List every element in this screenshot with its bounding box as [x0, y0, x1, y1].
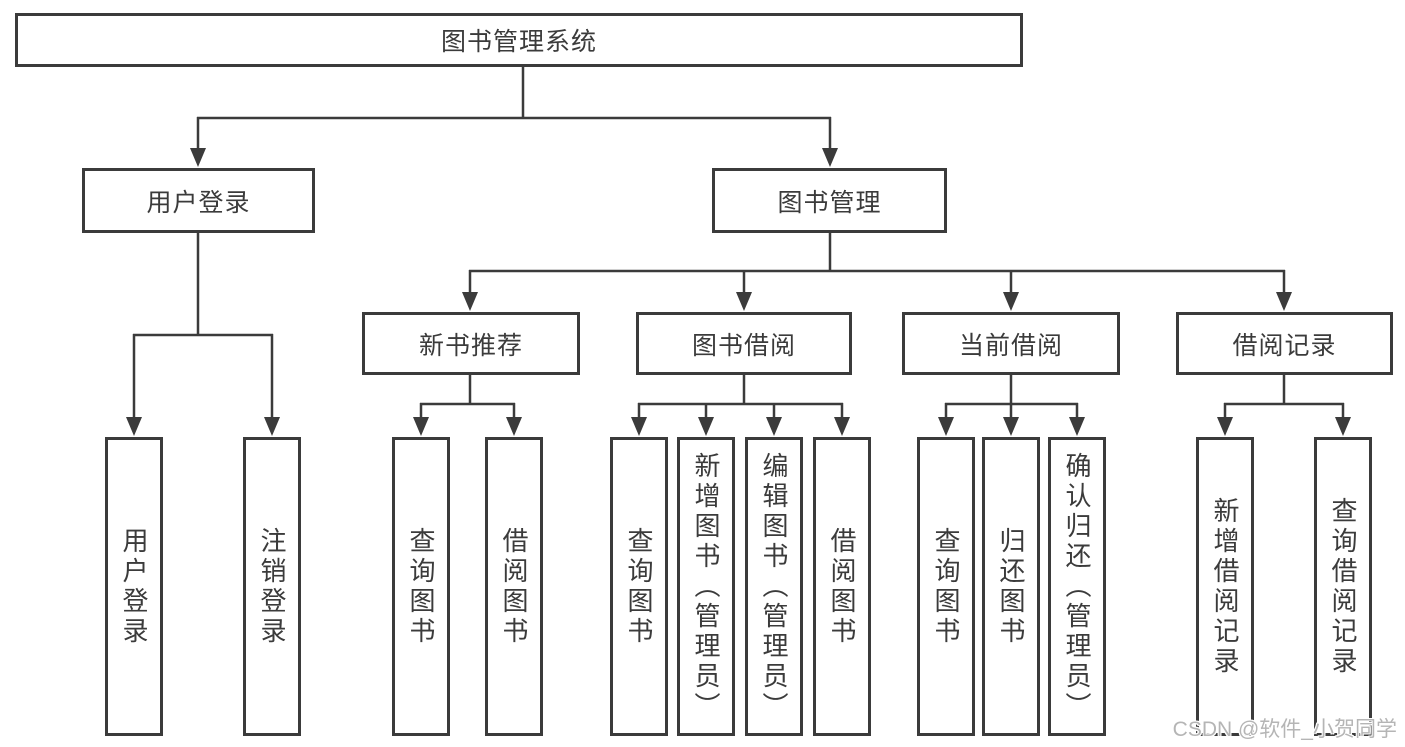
node-label: 归还图书 — [996, 526, 1026, 647]
node-label: 用户登录 — [146, 188, 251, 217]
node-label: 查询图书 — [406, 526, 436, 647]
leaf-query-books-recommend: 查询图书 — [392, 437, 450, 736]
node-label: 图书借阅 — [691, 331, 796, 360]
node-label: 图书管理系统 — [440, 28, 597, 56]
leaf-query-borrow-record: 查询借阅记录 — [1314, 437, 1372, 736]
leaf-logout: 注销登录 — [243, 437, 301, 736]
node-new-book-recommendation: 新书推荐 — [362, 312, 580, 375]
leaf-add-borrow-record: 新增借阅记录 — [1196, 437, 1254, 736]
node-label: 查询图书 — [624, 526, 654, 647]
leaf-query-books-borrowing: 查询图书 — [610, 437, 668, 736]
node-label: 查询借阅记录 — [1328, 496, 1358, 677]
node-label: 用户登录 — [119, 526, 149, 647]
node-label: 当前借阅 — [958, 331, 1063, 360]
node-label: 注销登录 — [257, 526, 287, 647]
leaf-borrow-books-recommend: 借阅图书 — [485, 437, 543, 736]
node-label: 编辑图书（管理员） — [759, 451, 789, 722]
node-label: 借阅记录 — [1232, 331, 1337, 360]
leaf-confirm-return-admin: 确认归还（管理员） — [1048, 437, 1106, 736]
leaf-return-books: 归还图书 — [982, 437, 1040, 736]
leaf-borrow-books-borrowing: 借阅图书 — [813, 437, 871, 736]
node-borrowing-records: 借阅记录 — [1176, 312, 1393, 375]
node-label: 借阅图书 — [499, 526, 529, 647]
node-label: 新增图书（管理员） — [691, 451, 721, 722]
node-library-system: 图书管理系统 — [15, 13, 1023, 67]
node-book-borrowing: 图书借阅 — [636, 312, 852, 375]
node-book-management: 图书管理 — [712, 168, 947, 233]
node-label: 借阅图书 — [827, 526, 857, 647]
leaf-query-books-current: 查询图书 — [917, 437, 975, 736]
node-label: 查询图书 — [931, 526, 961, 647]
leaf-add-books-admin: 新增图书（管理员） — [677, 437, 735, 736]
connector-path — [132, 67, 1345, 419]
leaf-user-login: 用户登录 — [105, 437, 163, 736]
arrowhead-icons — [126, 148, 1351, 436]
node-current-borrowing: 当前借阅 — [902, 312, 1120, 375]
node-label: 新增借阅记录 — [1210, 496, 1240, 677]
node-label: 确认归还（管理员） — [1062, 451, 1092, 722]
node-label: 新书推荐 — [418, 331, 523, 360]
node-user-login: 用户登录 — [82, 168, 315, 233]
leaf-edit-books-admin: 编辑图书（管理员） — [745, 437, 803, 736]
node-label: 图书管理 — [777, 188, 882, 217]
csdn-watermark: CSDN @软件_小贺同学 — [1172, 718, 1397, 741]
